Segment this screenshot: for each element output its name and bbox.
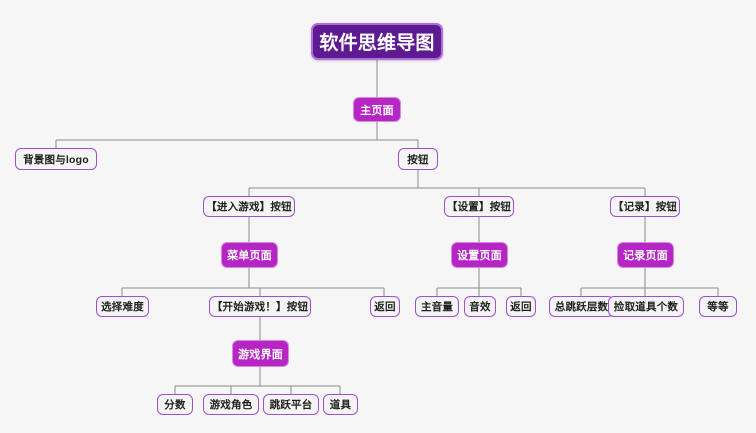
node-total-jump-layers[interactable]: 总跳跃层数 <box>549 296 614 317</box>
node-label: 返回 <box>374 301 396 313</box>
node-label: 捡取道具个数 <box>613 301 679 313</box>
node-settings-button[interactable]: 【设置】按钮 <box>444 196 514 217</box>
node-label: 游戏界面 <box>238 348 283 361</box>
node-settings-back[interactable]: 返回 <box>506 296 536 317</box>
node-master-volume[interactable]: 主音量 <box>415 296 459 317</box>
node-score[interactable]: 分数 <box>157 394 193 415</box>
node-root-title[interactable]: 软件思维导图 <box>311 23 443 60</box>
node-main-page[interactable]: 主页面 <box>353 97 401 122</box>
node-label: 菜单页面 <box>227 250 272 262</box>
node-label: 音效 <box>469 301 491 313</box>
node-props[interactable]: 道具 <box>323 394 358 415</box>
node-label: 【开始游戏！】按钮 <box>211 301 309 313</box>
node-records-button[interactable]: 【记录】按钮 <box>610 196 680 217</box>
node-button[interactable]: 按钮 <box>398 148 438 170</box>
node-label: 总跳跃层数 <box>554 301 609 313</box>
node-label: 记录页面 <box>623 250 668 262</box>
node-label: 【记录】按钮 <box>612 201 678 213</box>
node-label: 返回 <box>510 301 532 313</box>
node-menu-page[interactable]: 菜单页面 <box>221 242 278 268</box>
node-label: 选择难度 <box>101 301 144 313</box>
node-menu-back[interactable]: 返回 <box>370 296 400 317</box>
node-label: 主音量 <box>420 301 454 313</box>
node-enter-game-button[interactable]: 【进入游戏】按钮 <box>203 196 295 217</box>
node-label: 游戏角色 <box>209 399 253 411</box>
node-label: 主页面 <box>360 104 394 117</box>
node-start-game-button[interactable]: 【开始游戏！】按钮 <box>209 296 311 317</box>
node-label: 【设置】按钮 <box>446 201 512 213</box>
node-label: 等等 <box>707 301 729 313</box>
node-game-screen[interactable]: 游戏界面 <box>232 340 289 367</box>
node-label: 【进入游戏】按钮 <box>206 201 292 213</box>
node-label: 按钮 <box>407 153 429 166</box>
node-label: 设置页面 <box>457 250 502 262</box>
node-label: 道具 <box>329 399 352 411</box>
node-label: 软件思维导图 <box>319 33 435 54</box>
node-label: 跳跃平台 <box>269 399 313 411</box>
node-etc[interactable]: 等等 <box>699 296 737 317</box>
node-records-page[interactable]: 记录页面 <box>617 242 674 268</box>
node-items-collected[interactable]: 捡取道具个数 <box>608 296 684 317</box>
node-sound-effects[interactable]: 音效 <box>464 296 496 317</box>
node-settings-page[interactable]: 设置页面 <box>451 242 508 268</box>
node-game-character[interactable]: 游戏角色 <box>203 394 259 415</box>
node-select-difficulty[interactable]: 选择难度 <box>96 296 149 317</box>
node-jump-platform[interactable]: 跳跃平台 <box>263 394 319 415</box>
node-label: 背景图与logo <box>23 153 89 166</box>
node-label: 分数 <box>164 399 186 411</box>
node-background-logo[interactable]: 背景图与logo <box>15 148 97 170</box>
